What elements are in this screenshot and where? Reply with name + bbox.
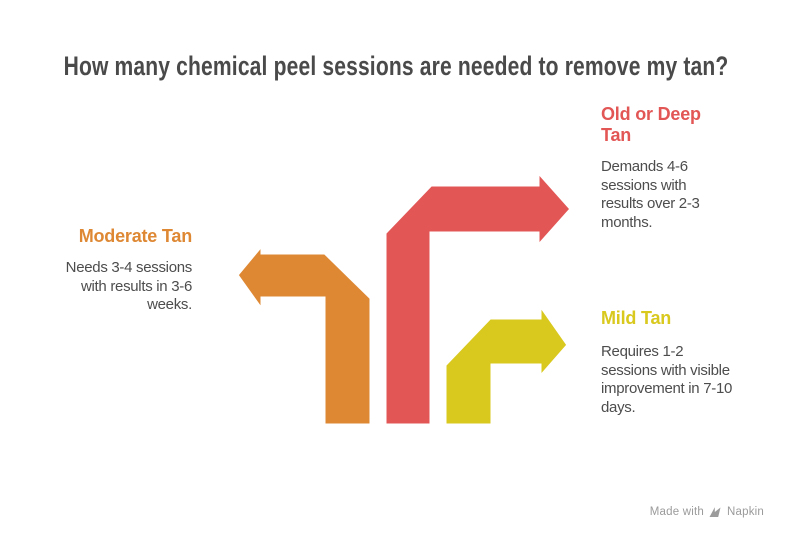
napkin-logo-icon xyxy=(709,507,721,517)
watermark-brand: Napkin xyxy=(727,506,764,518)
watermark-made-with: Made with xyxy=(649,506,704,518)
mild-tan-section: Mild Tan Requires 1-2 sessions with visi… xyxy=(601,308,773,417)
infographic-title: How many chemical peel sessions are need… xyxy=(63,51,729,81)
old-deep-tan-arrow xyxy=(383,168,574,427)
moderate-tan-section: Moderate Tan Needs 3-4 sessions with res… xyxy=(30,226,193,315)
mild-tan-description: Requires 1-2 sessions with visible impro… xyxy=(601,343,733,416)
moderate-tan-description: Needs 3-4 sessions with results in 3-6 w… xyxy=(65,259,193,313)
moderate-tan-arrow xyxy=(235,240,373,427)
old-deep-tan-section: Old or Deep Tan Demands 4-6 sessions wit… xyxy=(601,104,773,232)
mild-tan-label: Mild Tan xyxy=(601,308,672,328)
old-deep-tan-label: Old or Deep Tan xyxy=(601,104,701,145)
watermark[interactable]: Made with Napkin xyxy=(650,506,764,518)
mild-tan-arrow xyxy=(443,300,570,427)
old-deep-tan-description: Demands 4-6 sessions with results over 2… xyxy=(601,158,700,231)
moderate-tan-label: Moderate Tan xyxy=(78,226,192,246)
